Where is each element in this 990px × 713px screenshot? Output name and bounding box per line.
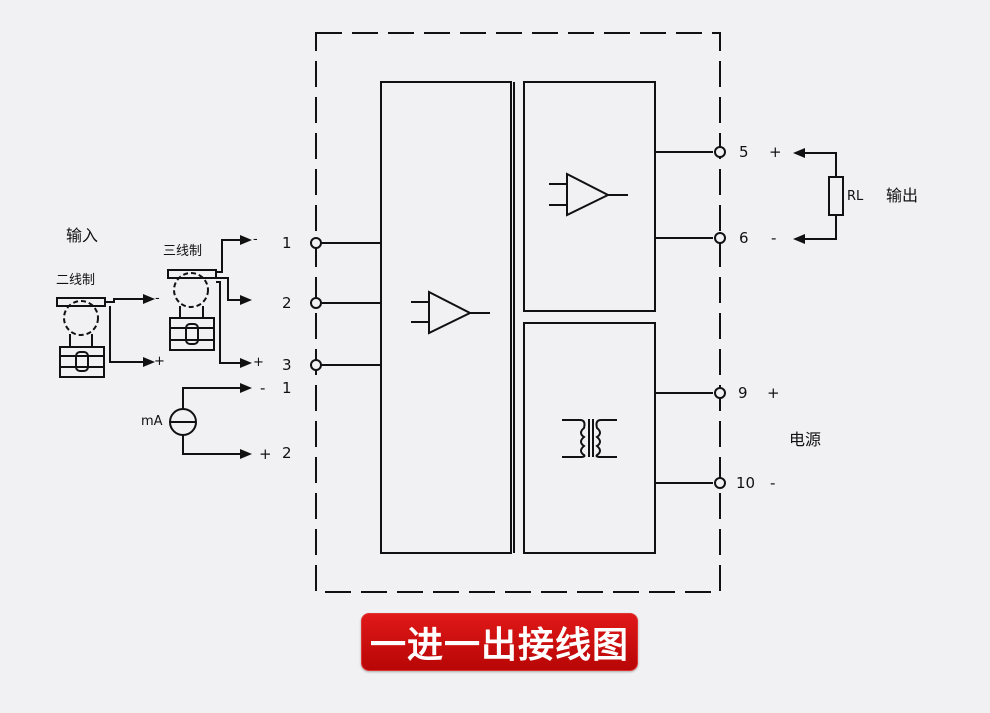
terminal-6 — [714, 232, 726, 244]
terminal-6-label: 6 — [739, 229, 749, 247]
two-wire-transmitter-icon — [56, 297, 145, 378]
module-boundary — [315, 32, 721, 593]
resistor-label: RL — [847, 189, 864, 204]
sign-plus: + — [154, 354, 165, 369]
sign-plus: + — [259, 445, 272, 463]
terminal-1 — [310, 237, 322, 249]
output-amplifier-block — [523, 81, 656, 312]
sign-minus: - — [771, 229, 777, 247]
sign-minus: - — [770, 474, 776, 492]
terminal-9-label: 9 — [738, 384, 748, 402]
ma-terminal-1-label: 1 — [282, 379, 292, 397]
ma-terminal-2-label: 2 — [282, 444, 292, 462]
terminal-2-label: 2 — [282, 294, 292, 312]
sign-minus: - — [253, 232, 258, 247]
output-label: 输出 — [886, 186, 919, 205]
terminal-5-label: 5 — [739, 143, 749, 161]
terminal-10-label: 10 — [736, 474, 756, 492]
input-label: 输入 — [66, 226, 99, 245]
terminal-3-label: 3 — [282, 356, 292, 374]
three-wire-label: 三线制 — [163, 244, 203, 259]
current-source-icon — [169, 387, 242, 455]
two-wire-label: 二线制 — [56, 273, 96, 288]
terminal-1-label: 1 — [282, 234, 292, 252]
three-wire-transmitter-icon — [167, 239, 242, 364]
terminal-9 — [714, 387, 726, 399]
amplifier-icon — [549, 172, 628, 217]
load-resistor — [802, 152, 844, 240]
power-label: 电源 — [789, 430, 822, 449]
terminal-5 — [714, 146, 726, 158]
transformer-icon — [562, 419, 617, 458]
arrowheads — [143, 148, 805, 459]
terminal-2 — [310, 297, 322, 309]
power-block — [523, 322, 656, 554]
terminal-10 — [714, 477, 726, 489]
sign-plus: + — [253, 355, 264, 370]
diagram-title-banner: 一进一出接线图 — [361, 613, 638, 671]
terminal-3 — [310, 359, 322, 371]
sign-plus: + — [769, 143, 782, 161]
amplifier-icon — [411, 290, 490, 335]
sign-plus: + — [767, 384, 780, 402]
sign-minus: - — [260, 379, 266, 397]
input-amplifier-block — [380, 81, 512, 554]
ma-label: mA — [141, 414, 163, 429]
sign-minus: - — [155, 291, 160, 306]
